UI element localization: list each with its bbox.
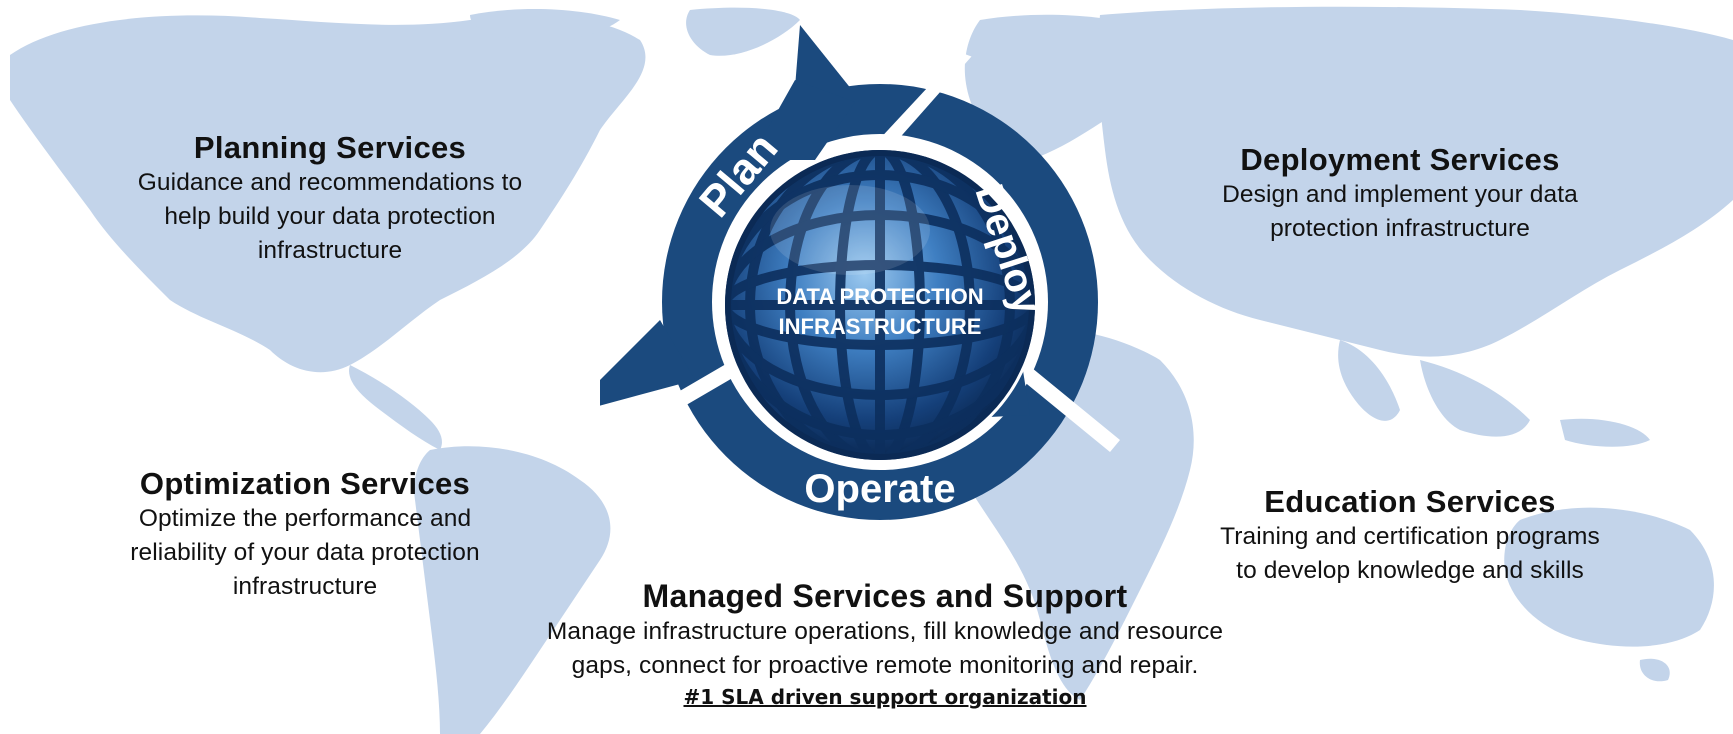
deployment-services-line-1: Design and implement your data [1222,181,1578,208]
deployment-services-title: Deployment Services [1240,142,1560,177]
education-services-block: Education Services Training and certific… [1180,484,1640,588]
managed-services-line-2: gaps, connect for proactive remote monit… [571,652,1199,679]
education-services-title: Education Services [1264,484,1556,519]
optimization-services-block: Optimization Services Optimize the perfo… [95,466,515,604]
optimization-services-title: Optimization Services [139,466,471,501]
education-services-line-2: to develop knowledge and skills [1236,557,1584,584]
deployment-services-block: Deployment Services Design and implement… [1180,142,1620,246]
plan-deploy-operate-cycle: DATA PROTECTION INFRASTRUCTURE Plan Depl… [600,25,1120,520]
center-label-line-1: DATA PROTECTION [776,284,983,309]
planning-services-line-2: help build your data protection [164,203,496,230]
sla-support-tagline: #1 SLA driven support organization [683,685,1087,709]
optimization-services-line-3: infrastructure [232,573,378,600]
deployment-services-line-2: protection infrastructure [1270,215,1530,242]
planning-services-block: Planning Services Guidance and recommend… [95,130,565,268]
planning-services-line-3: infrastructure [257,237,403,264]
managed-services-line-1: Manage infrastructure operations, fill k… [546,618,1224,645]
planning-services-title: Planning Services [193,130,467,165]
operate-arrowhead [600,320,695,406]
managed-services-title: Managed Services and Support [642,578,1128,614]
center-label-line-2: INFRASTRUCTURE [779,314,982,339]
globe-grid [725,150,1035,460]
managed-services-block: Managed Services and Support Manage infr… [480,577,1290,709]
education-services-line-1: Training and certification programs [1220,523,1600,550]
optimization-services-line-2: reliability of your data protection [130,539,480,566]
operate-label: Operate [804,467,955,511]
planning-services-line-1: Guidance and recommendations to [137,169,523,196]
optimization-services-line-1: Optimize the performance and [138,505,472,532]
